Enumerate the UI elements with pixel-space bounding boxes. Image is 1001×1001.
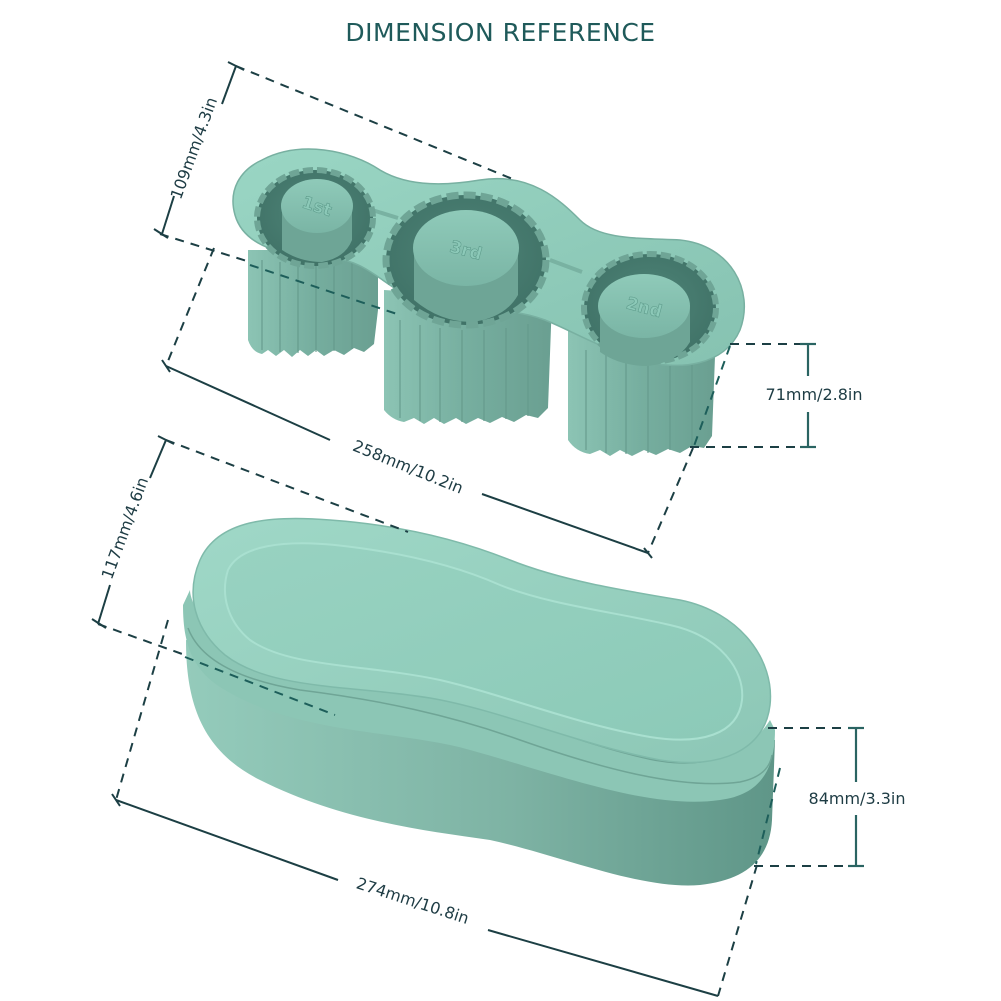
cavity-1st: 1st [254,167,376,269]
mold-cup-bodies [248,250,716,456]
cavity-2nd: 2nd [581,251,719,366]
cavity-label-1st: 1st [299,193,334,221]
mold-height-dimension: 71mm/2.8in [690,342,863,449]
page-title: DIMENSION REFERENCE [345,18,656,47]
box-depth-label: 117mm/4.6in [98,475,152,582]
box-lid-side [183,590,775,802]
mold-length-label: 258mm/10.2in [350,436,466,498]
box-lid-recess [224,542,744,741]
mold-depth-label: 109mm/4.3in [167,95,221,202]
box-height-label: 84mm/3.3in [809,789,906,808]
box-length-label: 274mm/10.8in [354,874,471,928]
box-height-dimension: 84mm/3.3in [754,726,906,868]
cavity-3rd: 3rd [382,191,550,329]
mold-height-label: 71mm/2.8in [766,385,863,404]
ice-mold-illustration: 1st 3rd 2nd [232,148,745,456]
storage-box-illustration [183,517,775,886]
